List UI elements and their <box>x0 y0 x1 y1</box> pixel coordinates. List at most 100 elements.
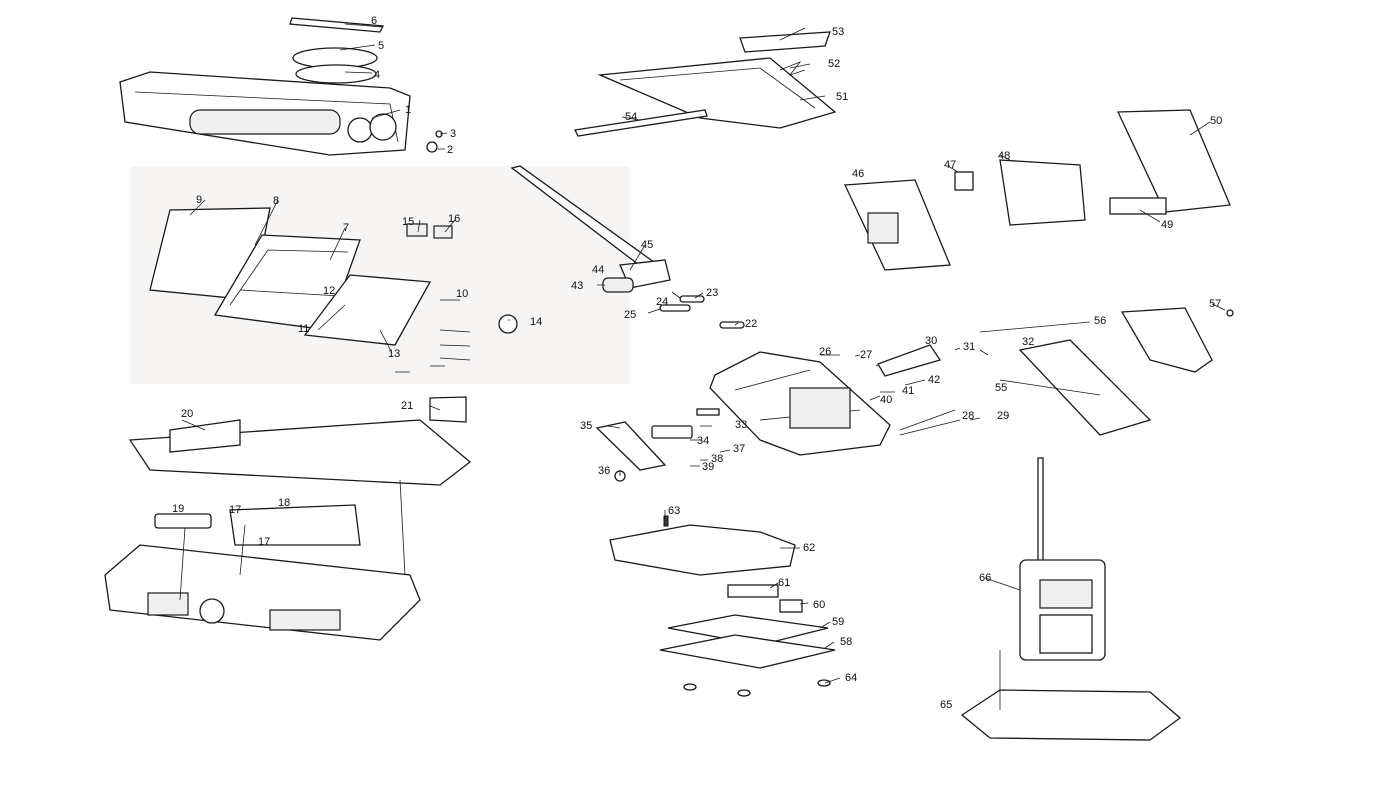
clip-15 <box>406 223 428 237</box>
part-33 <box>696 408 720 416</box>
callout-63: 63 <box>668 505 680 517</box>
callout-32: 32 <box>1022 336 1034 348</box>
callout-7: 7 <box>343 222 349 234</box>
callout-20: 20 <box>181 408 193 420</box>
callout-40: 40 <box>880 394 892 406</box>
callout-24: 24 <box>656 296 668 308</box>
callout-50: 50 <box>1210 115 1222 127</box>
callout-22: 22 <box>745 318 757 330</box>
callout-38: 38 <box>711 453 723 465</box>
foot-64 <box>683 683 697 691</box>
assembled-radio-group <box>960 457 1182 741</box>
foot-64b <box>737 689 751 697</box>
charger-65 <box>960 689 1182 741</box>
foot-64c <box>817 679 831 687</box>
battery-window <box>789 387 851 429</box>
cover-55 <box>1018 339 1152 436</box>
callout-25: 25 <box>624 309 636 321</box>
battery-group <box>844 109 1231 271</box>
callout-26: 26 <box>819 346 831 358</box>
callout-64: 64 <box>845 672 857 684</box>
callout-60: 60 <box>813 599 825 611</box>
callout-46: 46 <box>852 168 864 180</box>
callout-11: 11 <box>298 323 309 335</box>
callout-34: 34 <box>697 435 709 447</box>
side-slot <box>269 609 341 631</box>
callout-42: 42 <box>928 374 940 386</box>
battery-case-50 <box>1116 109 1231 213</box>
callout-2: 2 <box>447 144 453 156</box>
callout-10: 10 <box>456 288 468 300</box>
chassis-7 <box>213 234 361 331</box>
callout-21: 21 <box>401 400 413 412</box>
battery-48 <box>999 159 1086 226</box>
cap-2 <box>426 141 438 153</box>
callout-4: 4 <box>374 69 380 81</box>
callout-47: 47 <box>944 159 956 171</box>
main-housing <box>104 544 421 641</box>
part-60 <box>779 599 803 613</box>
contacts-61 <box>727 584 779 598</box>
contacts-49 <box>1109 197 1167 215</box>
contacts-47 <box>954 171 974 191</box>
ring-23 <box>679 295 705 303</box>
callout-66: 66 <box>979 572 991 584</box>
callout-8: 8 <box>273 195 279 207</box>
screw-57 <box>1226 309 1234 317</box>
callout-39: 39 <box>702 461 714 473</box>
clip-56 <box>1120 307 1213 373</box>
knob-left <box>347 117 373 143</box>
belt-clip-51 <box>597 57 837 129</box>
radio-keypad <box>1039 614 1093 654</box>
callout-51: 51 <box>836 91 848 103</box>
callout-45: 45 <box>641 239 653 251</box>
callout-61: 61 <box>778 577 790 589</box>
callout-15: 15 <box>402 216 414 228</box>
cap-14 <box>498 314 518 334</box>
callout-53: 53 <box>832 26 844 38</box>
right-middle-group <box>1018 307 1234 436</box>
battery-label <box>867 212 899 244</box>
front-panel-strip <box>189 109 341 135</box>
callout-9: 9 <box>196 194 202 206</box>
leader-lines <box>179 23 1226 710</box>
callout-labels: 1 2 3 4 5 6 7 8 9 10 11 12 13 14 15 16 1… <box>172 15 1222 711</box>
callout-44: 44 <box>592 264 604 276</box>
seal-34 <box>651 425 693 439</box>
plate-58 <box>659 634 836 669</box>
callout-56: 56 <box>1094 315 1106 327</box>
knob-right <box>369 113 397 141</box>
callout-23: 23 <box>706 287 718 299</box>
callout-65: 65 <box>940 699 952 711</box>
belt-clip-group <box>574 31 837 137</box>
antenna-66 <box>1037 457 1044 564</box>
radio-body-group <box>595 344 942 482</box>
rear-housing-group <box>104 396 472 641</box>
charger-group <box>609 515 836 697</box>
callout-52: 52 <box>828 58 840 70</box>
charger-base-62 <box>609 524 796 576</box>
callout-17b: 17 <box>258 536 270 548</box>
callout-58: 58 <box>840 636 852 648</box>
pin-54 <box>574 109 708 137</box>
callout-59: 59 <box>832 616 844 628</box>
ring-22 <box>719 321 745 329</box>
seal-21 <box>429 396 467 423</box>
ring-25 <box>659 304 691 312</box>
radio-display <box>1039 579 1093 609</box>
callout-41: 41 <box>902 385 914 397</box>
callout-49: 49 <box>1161 219 1173 231</box>
antenna-group <box>510 165 745 329</box>
callout-29: 29 <box>997 410 1009 422</box>
label-19 <box>154 513 212 529</box>
front-housing-group <box>119 17 443 156</box>
side-plate-35 <box>595 421 667 471</box>
callout-30: 30 <box>925 335 937 347</box>
callout-28: 28 <box>962 410 974 422</box>
knob-socket <box>199 598 225 624</box>
knob-43 <box>602 277 634 293</box>
callout-3: 3 <box>450 128 456 140</box>
callout-14: 14 <box>530 316 542 328</box>
panel-18 <box>229 504 361 546</box>
